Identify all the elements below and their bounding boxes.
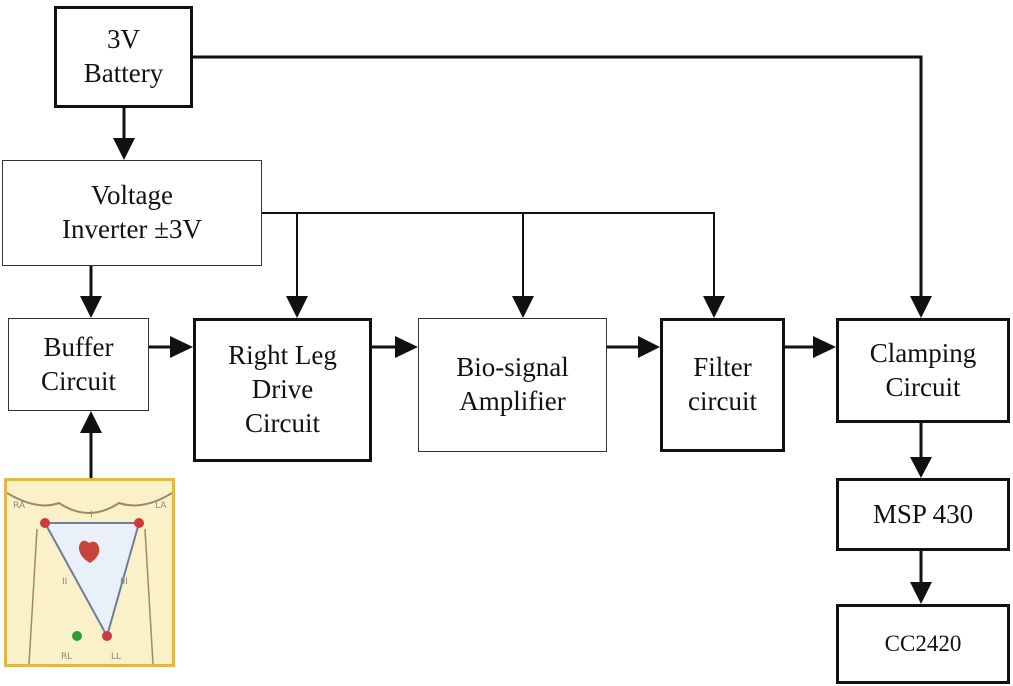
electrode-rl — [72, 631, 82, 641]
rld-label-line1: Right Leg — [228, 339, 337, 373]
arrowhead-filter-left — [638, 336, 660, 358]
bio-signal-amplifier-block: Bio-signal Amplifier — [418, 318, 607, 452]
label-lead1: I — [90, 510, 93, 520]
battery-label-line2: Battery — [84, 57, 163, 91]
filter-circuit-block: Filter circuit — [660, 318, 785, 452]
msp430-block: MSP 430 — [836, 478, 1010, 551]
buffer-label-line2: Circuit — [41, 365, 116, 399]
label-rl: RL — [61, 652, 72, 662]
electrode-placement-image: RA LA RL LL I II III — [4, 478, 175, 667]
amplifier-label-line1: Bio-signal — [456, 351, 569, 385]
electrode-ra — [40, 518, 50, 528]
arrowhead-msp — [910, 457, 932, 478]
inverter-label-line2: Inverter ±3V — [62, 213, 202, 247]
cc2420-block: CC2420 — [836, 604, 1010, 684]
rld-label-line3: Circuit — [245, 407, 320, 441]
msp-label: MSP 430 — [873, 498, 973, 532]
amplifier-label-line2: Amplifier — [459, 385, 565, 419]
filter-label-line1: Filter — [693, 351, 752, 385]
label-ll: LL — [111, 652, 121, 662]
label-lead2: II — [62, 577, 67, 587]
battery-label-line1: 3V — [107, 23, 140, 57]
buffer-circuit-block: Buffer Circuit — [8, 318, 149, 411]
arrow-battery-to-clamping — [193, 57, 921, 298]
electrode-la — [134, 518, 144, 528]
filter-label-line2: circuit — [688, 385, 757, 419]
arrowhead-rld-left — [170, 336, 193, 358]
arrowhead-filter-top — [703, 296, 725, 318]
torso-right-line — [145, 529, 153, 664]
power-bus-inverter — [262, 213, 714, 298]
buffer-label-line1: Buffer — [44, 331, 114, 365]
voltage-inverter-block: Voltage Inverter ±3V — [2, 160, 262, 266]
arrowhead-amplifier-left — [395, 336, 418, 358]
inverter-label-line1: Voltage — [91, 179, 173, 213]
arrowhead-amplifier-top — [512, 296, 534, 318]
arrowhead-inverter — [113, 138, 135, 160]
arrowhead-buffer-bottom — [80, 411, 102, 433]
arrowhead-clamping-left — [813, 336, 836, 358]
rld-label-line2: Drive — [252, 373, 313, 407]
torso-diagram: RA LA RL LL I II III — [7, 481, 172, 664]
label-lead3: III — [120, 577, 128, 587]
right-leg-drive-block: Right Leg Drive Circuit — [193, 318, 372, 462]
battery-block: 3V Battery — [54, 6, 193, 108]
electrode-ll — [102, 631, 112, 641]
arrowhead-clamping-top — [910, 296, 932, 318]
clamping-label-line2: Circuit — [886, 371, 961, 405]
arrowhead-cc — [910, 582, 932, 604]
clamping-circuit-block: Clamping Circuit — [836, 318, 1010, 423]
arrowhead-buffer-top — [80, 296, 102, 318]
cc-label: CC2420 — [885, 630, 962, 659]
label-ra: RA — [13, 501, 26, 511]
arrowhead-rld-top — [286, 296, 308, 318]
clamping-label-line1: Clamping — [870, 337, 977, 371]
torso-left-line — [29, 529, 37, 664]
label-la: LA — [155, 501, 167, 511]
